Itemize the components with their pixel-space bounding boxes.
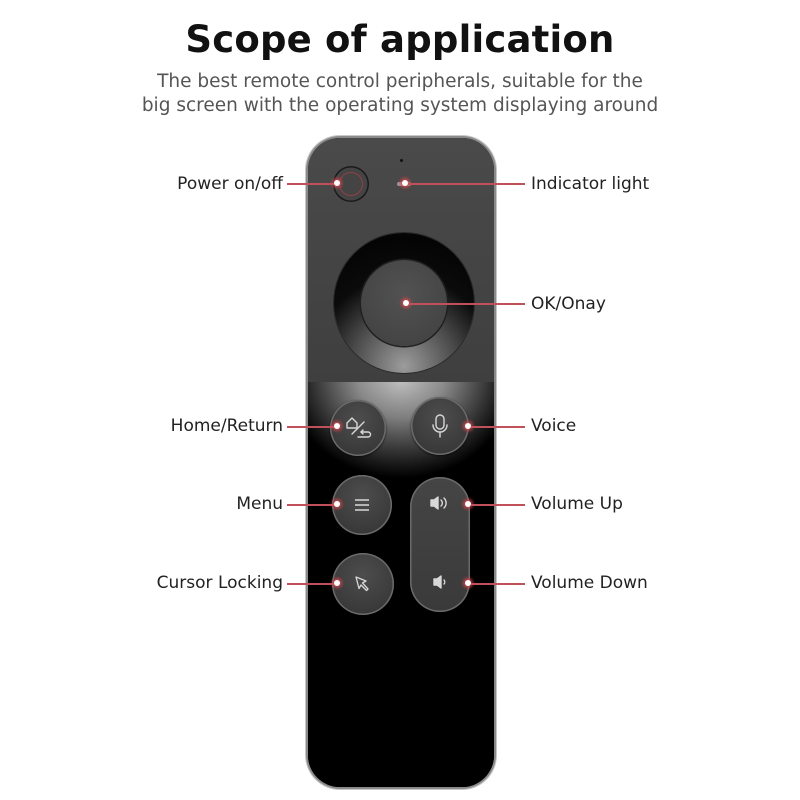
label-volume-up: Volume Up	[531, 494, 623, 514]
microphone-hole	[400, 159, 403, 162]
label-cursor-locking: Cursor Locking	[156, 573, 283, 593]
power-highlight-ring	[339, 172, 363, 196]
subtitle-line-2: big screen with the operating system dis…	[141, 95, 659, 116]
callout-line-voice	[471, 426, 525, 428]
cursor-arrow-icon	[354, 575, 372, 593]
callout-line-home	[287, 426, 337, 428]
callout-dot-cursor	[334, 580, 340, 586]
callout-dot-indicator	[402, 180, 408, 186]
callout-line-volume-up	[471, 504, 525, 506]
speaker-loud-icon	[429, 495, 451, 511]
callout-dot-volume-down	[465, 580, 471, 586]
callout-dot-ok	[403, 300, 409, 306]
label-ok: OK/Onay	[531, 294, 606, 314]
label-power: Power on/off	[177, 174, 283, 194]
volume-rocker	[410, 477, 470, 612]
microphone-icon	[430, 413, 450, 439]
volume-down-button[interactable]	[410, 574, 470, 590]
callout-line-indicator	[408, 183, 525, 185]
label-indicator: Indicator light	[531, 174, 650, 194]
callout-dot-menu	[334, 501, 340, 507]
callout-line-menu	[287, 504, 337, 506]
callout-line-cursor	[287, 583, 337, 585]
page-title: Scope of application	[185, 18, 615, 61]
callout-dot-power	[334, 180, 340, 186]
subtitle-line-1: The best remote control peripherals, sui…	[157, 71, 643, 92]
home-return-button[interactable]	[330, 400, 386, 456]
callout-dot-volume-up	[465, 501, 471, 507]
callout-line-power	[287, 183, 337, 185]
voice-button[interactable]	[411, 397, 469, 455]
callout-dot-voice	[465, 423, 471, 429]
home-return-icon	[343, 413, 373, 443]
volume-up-button[interactable]	[410, 495, 470, 511]
label-home-return: Home/Return	[170, 416, 283, 436]
label-volume-down: Volume Down	[531, 573, 648, 593]
speaker-quiet-icon	[432, 574, 448, 590]
callout-dot-home	[334, 423, 340, 429]
remote-control	[308, 138, 494, 787]
hamburger-menu-icon	[353, 498, 371, 512]
menu-button[interactable]	[332, 475, 392, 535]
cursor-lock-button[interactable]	[332, 553, 394, 615]
callout-line-volume-down	[471, 583, 525, 585]
label-voice: Voice	[531, 416, 577, 436]
callout-line-ok	[409, 303, 525, 305]
page-subtitle: The best remote control peripherals, sui…	[0, 70, 800, 118]
label-menu: Menu	[236, 494, 283, 514]
